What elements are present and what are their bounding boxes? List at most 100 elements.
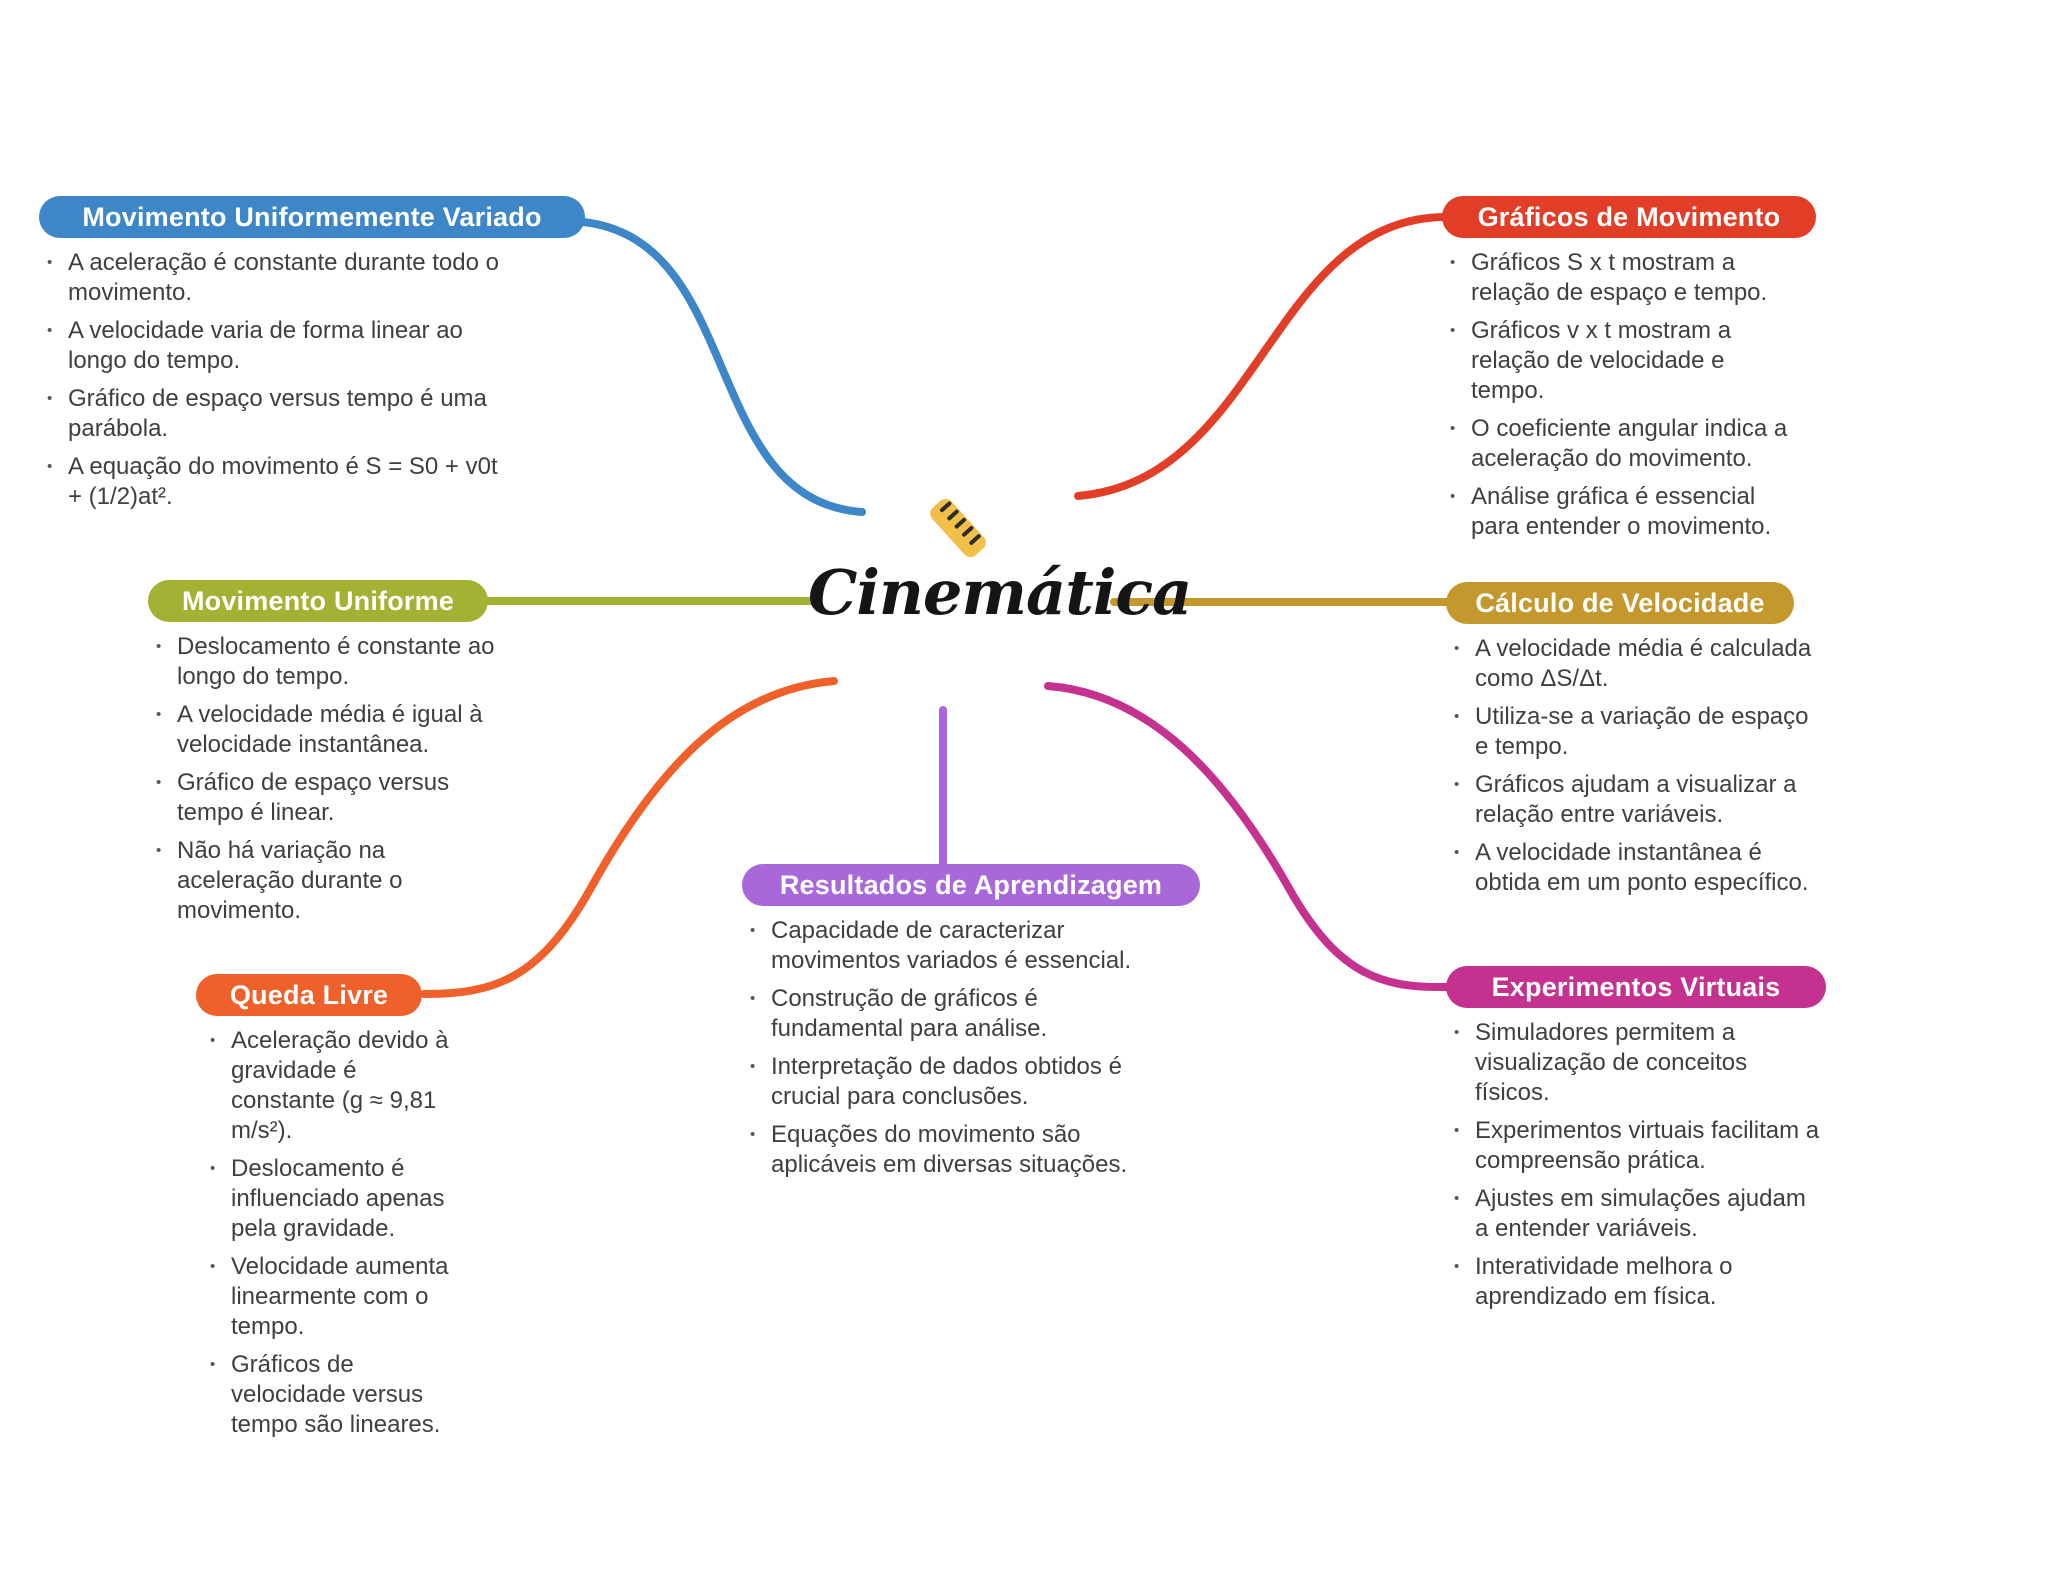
bullet-text: Experimentos virtuais facilitam a compre…: [1475, 1117, 1820, 1174]
bullet-dot: •: [156, 774, 162, 791]
bullet-item: • A aceleração é constante durante todo o…: [47, 248, 517, 308]
ruler-icon: [930, 498, 986, 558]
bullet-item: • Gráfico de espaço versus tempo é linear…: [156, 768, 496, 828]
bullet-dot: •: [1454, 640, 1460, 657]
bullet-dot: •: [47, 390, 53, 407]
bullet-dot: •: [156, 638, 162, 655]
connector-queda-livre: [420, 677, 838, 998]
bullet-item: • A equação do movimento é S = S0 + v0t +…: [47, 452, 517, 512]
branch-bullet-list: • A aceleração é constante durante todo o…: [47, 248, 517, 512]
bullet-text: A equação do movimento é S = S0 + v0t + …: [68, 453, 498, 510]
bullet-dot: •: [1450, 322, 1456, 339]
bullet-text: Análise gráfica é essencial para entende…: [1471, 483, 1772, 540]
bullet-text: A aceleração é constante durante todo o …: [68, 249, 499, 306]
bullet-text: A velocidade média é igual à velocidade …: [177, 701, 483, 758]
bullet-dot: •: [1450, 488, 1456, 505]
branch-movimento-uniformemente-variado: Movimento Uniformemente Variado • A acele…: [39, 196, 585, 520]
branch-experimentos-virtuais: Experimentos Virtuais •Simuladores permi…: [1446, 966, 1826, 1320]
bullet-dot: •: [750, 922, 756, 939]
branch-queda-livre: Queda Livre • Aceleração devido à gravida…: [196, 974, 466, 1448]
bullet-text: Utiliza-se a variação de espaço e tempo.: [1475, 703, 1809, 760]
bullet-item: • A velocidade varia de forma linear ao l…: [47, 316, 517, 376]
bullet-item: • Utiliza-se a variação de espaço e tempo…: [1454, 702, 1814, 762]
branch-title-pill[interactable]: Movimento Uniforme: [148, 580, 488, 622]
branch-title-pill[interactable]: Movimento Uniformemente Variado: [39, 196, 585, 238]
bullet-dot: •: [1454, 1258, 1460, 1275]
bullet-dot: •: [156, 706, 162, 723]
bullet-item: • Gráficos ajudam a visualizar a relação …: [1454, 770, 1814, 830]
bullet-dot: •: [750, 1058, 756, 1075]
branch-bullet-list: • Capacidade de caracterizar movimentos v…: [750, 916, 1140, 1180]
connector-movimento-uniformemente-variado: [579, 218, 866, 516]
center-topic-title: Cinemática: [808, 556, 1192, 629]
branch-bullet-list: • Deslocamento é constante ao longo do te…: [156, 632, 496, 926]
bullet-dot: •: [1454, 776, 1460, 793]
bullet-item: • Análise gráfica é essencial para entend…: [1450, 482, 1800, 542]
bullet-item: •A velocidade instantânea é obtida em um…: [1454, 838, 1814, 898]
bullet-item: • Experimentos virtuais facilitam a compr…: [1454, 1116, 1824, 1176]
bullet-text: Equações do movimento são aplicáveis em …: [771, 1121, 1128, 1178]
bullet-item: •Simuladores permitem a visualização de …: [1454, 1018, 1824, 1108]
bullet-item: •Gráficos de velocidade versus tempo são…: [210, 1350, 466, 1440]
branch-bullet-list: • Aceleração devido à gravidade é constan…: [210, 1026, 466, 1440]
connector-experimentos-virtuais: [1044, 682, 1452, 992]
branch-calculo-de-velocidade: Cálculo de Velocidade • A velocidade médi…: [1446, 582, 1814, 906]
bullet-item: • Deslocamento é constante ao longo do te…: [156, 632, 496, 692]
bullet-text: Deslocamento é influenciado apenas pela …: [231, 1155, 445, 1242]
bullet-item: • Interatividade melhora o aprendizado em…: [1454, 1252, 1824, 1312]
bullet-dot: •: [750, 1126, 756, 1143]
bullet-dot: •: [1450, 254, 1456, 271]
branch-resultados-de-aprendizagem: Resultados de Aprendizagem • Capacidade d…: [742, 864, 1200, 1188]
bullet-text: A velocidade varia de forma linear ao lo…: [68, 317, 463, 374]
bullet-text: Capacidade de caracterizar movimentos va…: [771, 917, 1132, 974]
bullet-item: • Gráfico de espaço versus tempo é uma pa…: [47, 384, 517, 444]
bullet-dot: •: [1454, 708, 1460, 725]
bullet-item: • Gráficos S x t mostram a relação de esp…: [1450, 248, 1800, 308]
connector-graficos-de-movimento: [1074, 213, 1446, 500]
branch-title-pill[interactable]: Experimentos Virtuais: [1446, 966, 1826, 1008]
branch-title-pill[interactable]: Queda Livre: [196, 974, 422, 1016]
bullet-text: Construção de gráficos é fundamental par…: [771, 985, 1048, 1042]
bullet-item: • O coeficiente angular indica a aceleraç…: [1450, 414, 1800, 474]
branch-bullet-list: • Gráficos S x t mostram a relação de esp…: [1450, 248, 1800, 542]
bullet-text: Interatividade melhora o aprendizado em …: [1475, 1253, 1733, 1310]
branch-graficos-de-movimento: Gráficos de Movimento • Gráficos S x t mo…: [1442, 196, 1816, 550]
branch-title-pill[interactable]: Gráficos de Movimento: [1442, 196, 1816, 238]
bullet-text: Velocidade aumenta linearmente com o tem…: [231, 1253, 449, 1340]
bullet-text: Gráficos ajudam a visualizar a relação e…: [1475, 771, 1797, 828]
bullet-text: Deslocamento é constante ao longo do tem…: [177, 633, 495, 690]
bullet-dot: •: [210, 1160, 216, 1177]
bullet-dot: •: [47, 254, 53, 271]
bullet-dot: •: [1454, 1190, 1460, 1207]
bullet-item: • Gráficos v x t mostram a relação de vel…: [1450, 316, 1800, 406]
bullet-dot: •: [1454, 1024, 1460, 1041]
bullet-dot: •: [47, 322, 53, 339]
branch-title-pill[interactable]: Cálculo de Velocidade: [1446, 582, 1794, 624]
bullet-dot: •: [210, 1032, 216, 1049]
bullet-text: O coeficiente angular indica a aceleraçã…: [1471, 415, 1788, 472]
bullet-item: • Equações do movimento são aplicáveis em…: [750, 1120, 1140, 1180]
bullet-item: • Capacidade de caracterizar movimentos v…: [750, 916, 1140, 976]
bullet-text: Aceleração devido à gravidade é constant…: [231, 1027, 449, 1144]
bullet-dot: •: [47, 458, 53, 475]
bullet-dot: •: [750, 990, 756, 1007]
branch-title-pill[interactable]: Resultados de Aprendizagem: [742, 864, 1200, 906]
bullet-text: Ajustes em simulações ajudam a entender …: [1475, 1185, 1806, 1242]
bullet-dot: •: [1454, 1122, 1460, 1139]
bullet-item: • Aceleração devido à gravidade é constan…: [210, 1026, 466, 1146]
bullet-item: • A velocidade média é calculada como ΔS/…: [1454, 634, 1814, 694]
bullet-text: Gráfico de espaço versus tempo é linear.: [177, 769, 450, 826]
bullet-dot: •: [210, 1356, 216, 1373]
bullet-text: A velocidade média é calculada como ΔS/Δ…: [1475, 635, 1812, 692]
bullet-text: Gráficos S x t mostram a relação de espa…: [1471, 249, 1768, 306]
bullet-dot: •: [1450, 420, 1456, 437]
branch-bullet-list: •Simuladores permitem a visualização de …: [1454, 1018, 1824, 1312]
bullet-item: • Velocidade aumenta linearmente com o te…: [210, 1252, 466, 1342]
bullet-text: Gráfico de espaço versus tempo é uma par…: [68, 385, 487, 442]
bullet-text: Gráficos v x t mostram a relação de velo…: [1471, 317, 1732, 404]
bullet-dot: •: [1454, 844, 1460, 861]
bullet-dot: •: [210, 1258, 216, 1275]
bullet-item: •Não há variação na aceleração durante o…: [156, 836, 496, 926]
